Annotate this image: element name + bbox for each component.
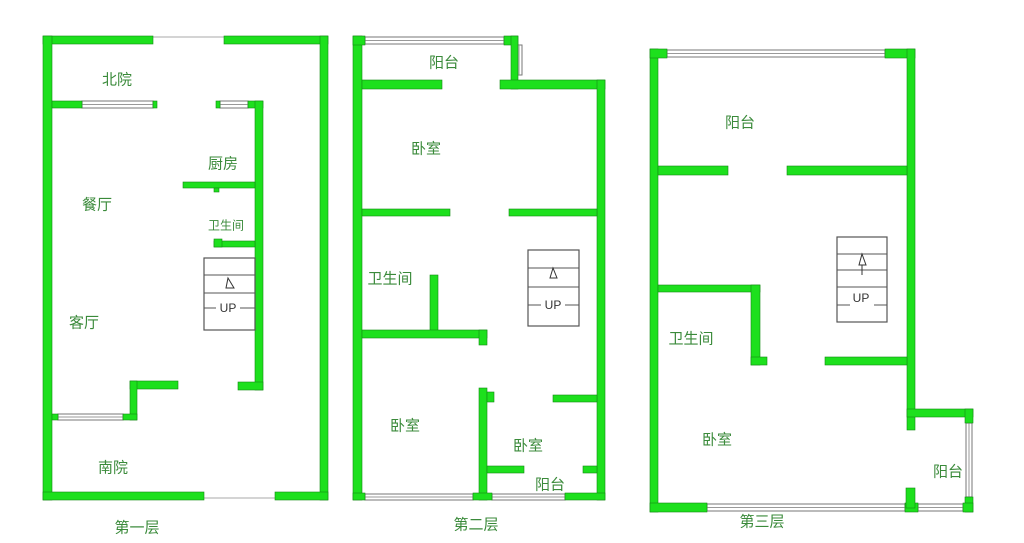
room-label: 北院	[102, 71, 132, 89]
floor-title: 第一层	[114, 519, 159, 537]
wall	[906, 48, 916, 431]
wall	[657, 284, 761, 293]
wall	[824, 356, 908, 366]
wall	[42, 35, 53, 501]
wall	[352, 492, 366, 501]
floor-2-plan: UP 阳台 卧室 卫生间 卧室 卧室 阳台 第二层	[352, 35, 606, 534]
wall	[906, 408, 974, 418]
floor-title: 第二层	[453, 516, 498, 534]
wall	[582, 465, 598, 474]
wall	[42, 35, 154, 45]
room-label: 卫生间	[668, 330, 713, 348]
wall	[962, 502, 974, 513]
room-label: 卫生间	[208, 219, 244, 233]
wall	[51, 413, 59, 421]
wall	[478, 387, 488, 501]
stair-up-label: UP	[853, 291, 870, 305]
wall	[508, 208, 598, 217]
wall	[750, 356, 768, 366]
staircase: UP	[836, 236, 888, 323]
wall	[596, 79, 606, 501]
floor-3-plan: UP 阳台 卫生间 卧室 阳台 第三层	[649, 48, 974, 532]
room-label: 卧室	[513, 437, 543, 455]
wall	[472, 492, 493, 501]
wall	[319, 35, 329, 501]
room-label: 阳台	[535, 476, 565, 494]
stair-up-label: UP	[220, 301, 237, 315]
wall	[361, 329, 488, 339]
wall	[215, 100, 221, 109]
room-label: 南院	[98, 459, 128, 477]
arrow-up-icon	[549, 266, 558, 279]
wall	[499, 79, 606, 90]
wall	[964, 408, 974, 424]
arrow-up-icon	[225, 276, 235, 289]
wall	[182, 181, 256, 189]
floor-1-plan: UP 北院 厨房 餐厅 卫生间 客厅 南院 第一层	[42, 35, 329, 537]
wall	[750, 284, 761, 366]
wall	[352, 35, 363, 501]
room-label: 卫生间	[367, 270, 412, 288]
room-label: 厨房	[208, 155, 238, 173]
wall	[122, 413, 138, 421]
wall	[274, 491, 329, 501]
wall	[254, 100, 264, 391]
room-label: 卧室	[411, 140, 441, 158]
staircase: UP	[203, 257, 256, 331]
room-label: 阳台	[725, 114, 755, 132]
wall	[486, 391, 495, 403]
arrow-up-icon	[858, 252, 867, 275]
wall	[361, 79, 443, 90]
room-label: 客厅	[69, 314, 99, 332]
wall	[352, 35, 366, 46]
wall	[905, 487, 916, 509]
floor-title: 第三层	[739, 513, 784, 531]
wall	[649, 502, 708, 513]
wall	[213, 187, 220, 193]
wall	[657, 165, 729, 176]
wall	[429, 274, 439, 336]
room-label: 阳台	[429, 54, 459, 72]
wall	[237, 381, 264, 391]
title-background	[738, 514, 790, 532]
wall	[213, 238, 223, 248]
wall	[42, 491, 205, 501]
room-label: 卧室	[390, 417, 420, 435]
room-label: 阳台	[933, 463, 963, 481]
wall	[51, 100, 83, 109]
wall	[649, 48, 659, 513]
wall	[478, 329, 488, 346]
wall	[649, 48, 668, 59]
wall	[564, 492, 606, 501]
wall	[223, 35, 329, 45]
wall	[786, 165, 908, 176]
wall	[361, 208, 451, 217]
stair-up-label: UP	[545, 298, 562, 312]
wall	[152, 100, 158, 109]
wall	[552, 394, 598, 403]
room-label: 餐厅	[82, 196, 112, 214]
wall	[486, 465, 525, 474]
room-label: 卧室	[702, 431, 732, 449]
staircase: UP	[527, 249, 580, 327]
